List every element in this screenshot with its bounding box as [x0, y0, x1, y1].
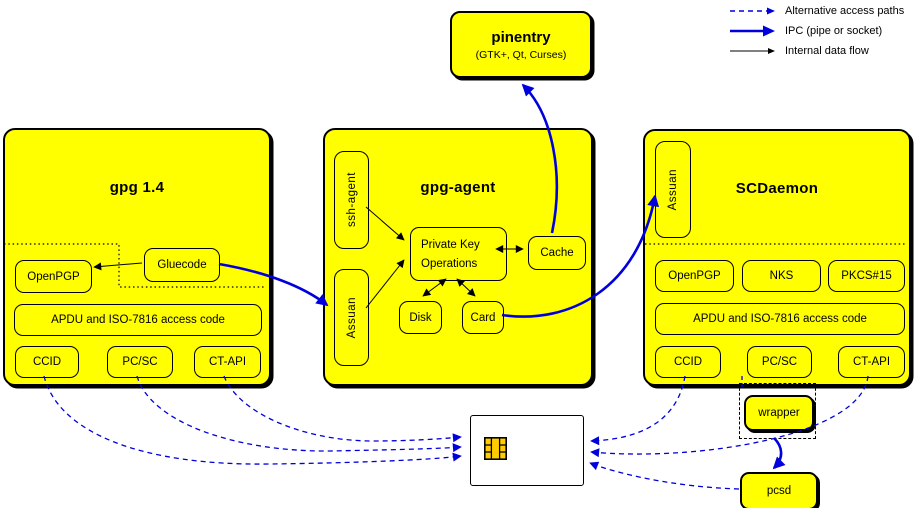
legend-alternative-label: Alternative access paths: [785, 5, 905, 17]
legend: Alternative access paths IPC (pipe or so…: [729, 1, 904, 61]
smartcard-chip-icon: [484, 437, 507, 460]
scdaemon-ctapi-box: CT-API: [838, 346, 905, 378]
wrapper-box: wrapper: [744, 395, 814, 431]
gpg-agent-assuan-box: Assuan: [334, 269, 369, 366]
dashed-arrow-icon: [730, 7, 775, 15]
gpg14-openpgp-box: OpenPGP: [15, 260, 92, 293]
card-box: Card: [462, 301, 504, 334]
alt-scdaemon-ctapi-to-card: [590, 375, 869, 458]
private-key-line2: Operations: [421, 257, 478, 270]
gpg14-box: gpg 1.4 OpenPGP Gluecode APDU and ISO-78…: [3, 128, 271, 386]
pinentry-subtitle: (GTK+, Qt, Curses): [475, 48, 567, 61]
gpg-agent-box: gpg-agent ssh-agent Assuan Private Key O…: [323, 128, 593, 386]
legend-row-internal: Internal data flow: [729, 41, 904, 61]
pinentry-title: pinentry: [491, 28, 551, 46]
scdaemon-assuan-label: Assuan: [667, 168, 679, 211]
alt-pcsd-to-card: [589, 461, 740, 490]
legend-internal-label: Internal data flow: [785, 45, 869, 57]
scdaemon-openpgp-box: OpenPGP: [655, 260, 734, 292]
cache-box: Cache: [528, 236, 586, 270]
ipc-arrow-icon: [730, 25, 775, 37]
gpg14-ctapi-box: CT-API: [194, 346, 261, 378]
ssh-agent-label: ssh-agent: [345, 172, 358, 228]
gpg14-apdu-box: APDU and ISO-7816 access code: [14, 304, 262, 336]
alt-gpg14-ccid-to-card: [43, 375, 462, 465]
scdaemon-box: SCDaemon Assuan OpenPGP NKS PKCS#15 APDU…: [643, 129, 911, 386]
legend-row-ipc: IPC (pipe or socket): [729, 21, 904, 41]
gpg14-gluecode-box: Gluecode: [144, 248, 220, 282]
gpg-agent-ssh-agent-box: ssh-agent: [334, 151, 369, 249]
scdaemon-nks-box: NKS: [742, 260, 821, 292]
gpg14-pcsc-box: PC/SC: [107, 346, 173, 378]
scdaemon-apdu-box: APDU and ISO-7816 access code: [655, 303, 905, 335]
internal-arrow-icon: [730, 48, 775, 54]
scdaemon-pkcs15-box: PKCS#15: [828, 260, 905, 292]
gpg14-ccid-box: CCID: [15, 346, 79, 378]
pcsd-box: pcsd: [740, 472, 818, 508]
scdaemon-ccid-box: CCID: [655, 346, 721, 378]
legend-ipc-label: IPC (pipe or socket): [785, 25, 883, 37]
alt-gpg14-pcsc-to-card: [136, 375, 462, 453]
smartcard: [470, 415, 584, 486]
pinentry-box: pinentry (GTK+, Qt, Curses): [450, 11, 592, 78]
assuan-label: Assuan: [345, 296, 358, 339]
gpg14-title: gpg 1.4: [109, 179, 165, 196]
gpg-agent-title: gpg-agent: [420, 179, 496, 196]
disk-box: Disk: [399, 301, 442, 334]
scdaemon-title: SCDaemon: [735, 180, 819, 197]
private-key-operations-box: Private Key Operations: [410, 227, 507, 281]
scdaemon-pcsc-box: PC/SC: [747, 346, 812, 378]
private-key-line1: Private Key: [421, 238, 480, 251]
scdaemon-assuan-box: Assuan: [655, 141, 691, 238]
legend-row-alternative: Alternative access paths: [729, 1, 904, 21]
ipc-wrapper-to-pcsd: [772, 437, 786, 470]
